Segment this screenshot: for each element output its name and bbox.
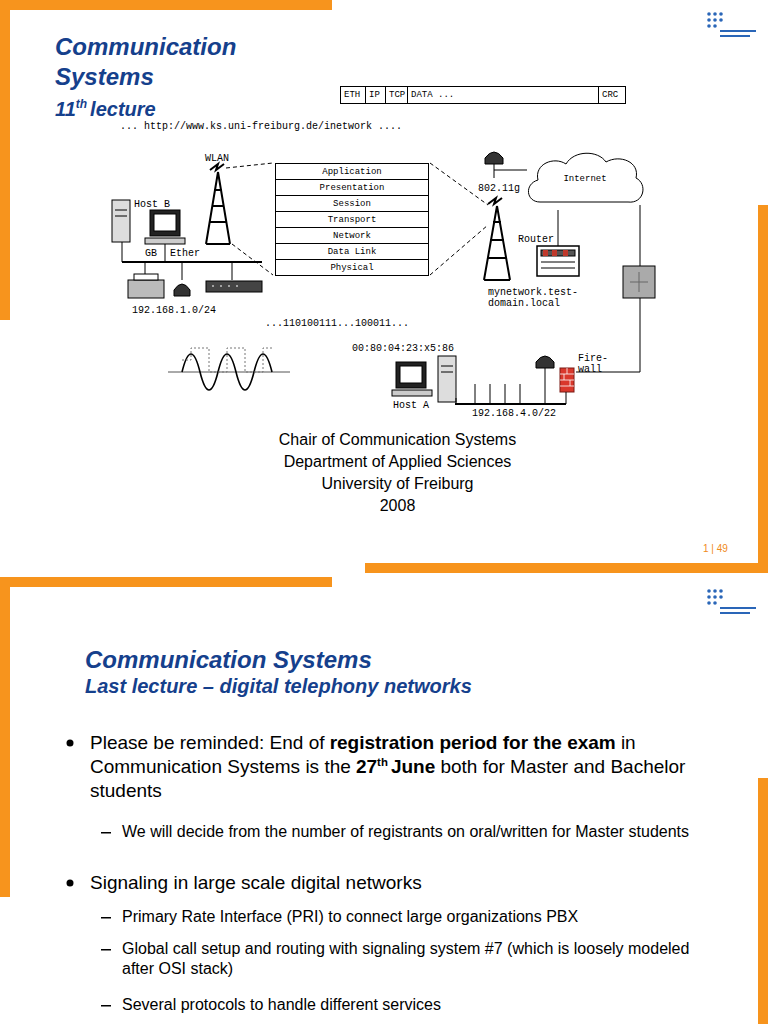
node-text: Data Link <box>328 247 377 257</box>
osi-layer: Session <box>275 195 429 212</box>
slide-title: Communication Systems <box>85 645 685 675</box>
device-label: Fire- wall <box>578 353 618 375</box>
affiliation-line: 2008 <box>150 496 645 516</box>
node-text: IP <box>369 90 380 100</box>
domain-label: mynetwork.test- domain.local <box>488 287 588 309</box>
sub-bullet-text: Several protocols to handle different se… <box>122 995 722 1015</box>
mac-address: 00:80:04:23:x5:86 <box>352 343 454 354</box>
page-number: 1 | 49 <box>703 543 728 554</box>
university-logo <box>707 12 756 614</box>
osi-layer: Physical <box>275 259 429 276</box>
packet-field: TCP <box>385 86 408 104</box>
sub-bullet-text: Global call setup and routing with signa… <box>122 939 722 979</box>
node-text: CRC <box>602 90 618 100</box>
osi-layer: Presentation <box>275 179 429 196</box>
device-label: Router <box>518 234 554 245</box>
text-run: lecture <box>90 98 156 120</box>
internet-cloud: Internet <box>522 146 648 212</box>
node-text: TCP <box>389 90 405 100</box>
slide-title: Communication Systems <box>55 32 275 92</box>
sub-bullet-text: We will decide from the number of regist… <box>122 822 722 842</box>
packet-field: DATA ... <box>407 86 599 104</box>
text-run: Several protocols to handle different se… <box>122 996 441 1013</box>
lecture-subtitle: 11thlecture <box>55 97 355 121</box>
packet-field: ETH <box>340 86 366 104</box>
node-text: DATA ... <box>411 90 454 100</box>
subnet-label: 192.168.4.0/22 <box>472 408 556 419</box>
osi-layer: Transport <box>275 211 429 228</box>
text-run: 11 <box>55 98 76 120</box>
affiliation-line: Chair of Communication Systems <box>150 430 645 450</box>
affiliation-line: Department of Applied Sciences <box>150 452 645 472</box>
text-run: registration period for the exam <box>330 732 616 753</box>
url-text: ... http://www.ks.uni-freiburg.de/inetwo… <box>120 121 520 132</box>
network-label: GB <box>145 248 157 259</box>
text-run: th <box>76 97 87 111</box>
host-label: Host B <box>134 199 170 210</box>
bullet-text: Signaling in large scale digital network… <box>90 871 740 895</box>
packet-field: IP <box>365 86 386 104</box>
node-text: Physical <box>330 263 373 273</box>
node-text: Network <box>333 231 371 241</box>
network-illustration <box>112 152 655 404</box>
node-text: Transport <box>328 215 377 225</box>
osi-layer: Data Link <box>275 243 429 260</box>
slide-subtitle: Last lecture – digital telephony network… <box>85 674 685 698</box>
text-run: We will decide from the number of regist… <box>122 823 689 840</box>
affiliation-line: University of Freiburg <box>150 474 645 494</box>
node-text: Application <box>322 167 381 177</box>
node-text: Session <box>333 199 371 209</box>
text-run: th <box>377 756 388 768</box>
text-run: Primary Rate Interface (PRI) to connect … <box>122 908 578 925</box>
bit-stream: ...110100111...100011... <box>265 318 485 329</box>
text-run: Please be reminded: End of <box>90 732 325 753</box>
node-text: Presentation <box>320 183 385 193</box>
sub-bullet-text: Primary Rate Interface (PRI) to connect … <box>122 907 722 927</box>
text-run: June <box>391 756 435 777</box>
packet-field: CRC <box>598 86 626 104</box>
osi-layer: Network <box>275 227 429 244</box>
bullet-text: Please be reminded: End ofregistration p… <box>90 731 740 803</box>
network-label: Ether <box>170 248 200 259</box>
host-label: Host A <box>393 400 429 411</box>
node-text: ETH <box>344 90 360 100</box>
text-run: Signaling in large scale digital network… <box>90 872 422 893</box>
osi-layer: Application <box>275 163 429 180</box>
node-text: Internet <box>563 174 606 184</box>
network-label: 802.11g <box>478 183 520 194</box>
subnet-label: 192.168.1.0/24 <box>132 305 216 316</box>
network-label: WLAN <box>205 153 229 164</box>
text-run: Global call setup and routing with signa… <box>122 940 689 977</box>
text-run: 27 <box>356 756 377 777</box>
